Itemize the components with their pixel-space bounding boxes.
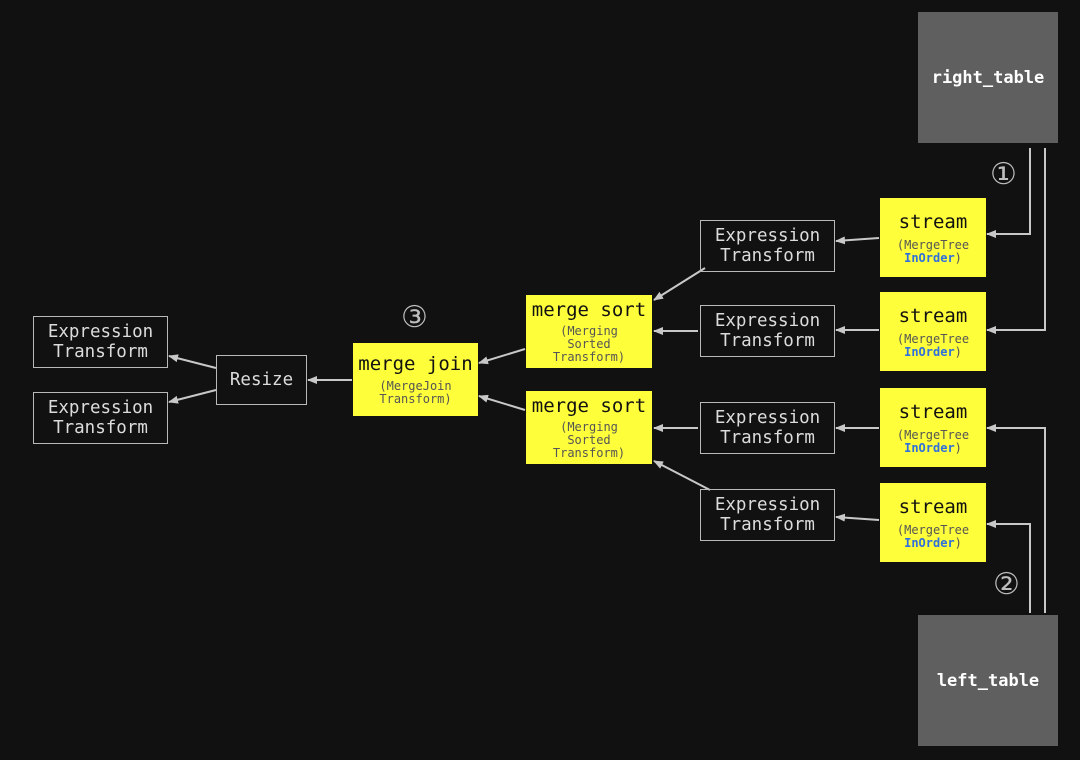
expression-transform-line1: Expression	[47, 398, 154, 418]
step-marker-2: ②	[993, 567, 1020, 602]
expression-transform-line1: Expression	[714, 311, 821, 331]
left-table-node: left_table	[918, 615, 1058, 746]
edge-resize-to-expr-left-2	[168, 389, 217, 404]
expression-transform-line2: Transform	[720, 428, 815, 448]
expression-transform-line2: Transform	[720, 515, 815, 535]
right-table-node: right_table	[918, 12, 1058, 143]
expression-transform-line2: Transform	[720, 246, 815, 266]
expression-transform-node-1: Expression Transform	[700, 220, 835, 272]
expression-transform-node-4: Expression Transform	[700, 489, 835, 541]
merge-join-sub-line1: (MergeJoin	[379, 379, 452, 393]
stream-inorder-label: InOrder	[904, 535, 955, 550]
step-marker-1: ①	[990, 157, 1017, 192]
merge-join-title: merge join	[358, 353, 473, 375]
expression-transform-node-2: Expression Transform	[700, 305, 835, 357]
stream-subtitle-close: )	[954, 344, 962, 359]
edge-stream-4-to-expr-4	[835, 513, 880, 522]
resize-label: Resize	[229, 370, 294, 390]
expression-transform-line2: Transform	[53, 418, 148, 438]
edge-resize-to-expr-left-1	[168, 354, 217, 369]
merge-sort-sub-line2: Sorted	[567, 337, 611, 351]
edge-right-table-to-stream-1	[986, 148, 1031, 238]
merge-join-node: merge join (MergeJoin Transform)	[353, 343, 478, 416]
edge-merge-sort-1-to-merge-join	[478, 348, 526, 365]
merge-sort-node-2: merge sort (Merging Sorted Transform)	[526, 391, 652, 464]
resize-node: Resize	[216, 355, 307, 405]
stream-subtitle: (MergeTree	[896, 237, 970, 252]
stream-title: stream	[898, 304, 968, 327]
right-table-label: right_table	[931, 67, 1045, 88]
edge-stream-1-to-expr-1	[835, 236, 880, 245]
stream-title: stream	[898, 210, 968, 233]
stream-subtitle: (MergeTree	[896, 331, 970, 346]
expression-transform-line1: Expression	[714, 495, 821, 515]
expression-transform-line1: Expression	[714, 226, 821, 246]
expression-transform-left-node-1: Expression Transform	[33, 316, 168, 368]
edge-expr-1-to-merge-sort-1	[653, 267, 706, 301]
merge-sort-title: merge sort	[531, 395, 647, 417]
expression-transform-line1: Expression	[47, 322, 154, 342]
stream-subtitle: (MergeTree	[896, 522, 970, 537]
stream-subtitle-close: )	[954, 440, 962, 455]
edge-merge-sort-2-to-merge-join	[478, 394, 526, 411]
merge-sort-sub-line3: Transform)	[552, 350, 626, 364]
expression-transform-line2: Transform	[720, 331, 815, 351]
stream-subtitle-close: )	[954, 250, 962, 265]
stream-subtitle-close: )	[954, 535, 962, 550]
merge-sort-title: merge sort	[531, 299, 647, 321]
stream-inorder-label: InOrder	[904, 440, 955, 455]
edge-expr-4-to-merge-sort-2	[653, 460, 711, 491]
stream-title: stream	[898, 495, 968, 518]
step-marker-3: ③	[401, 300, 428, 335]
merge-sort-sub-line1: (Merging	[560, 324, 618, 338]
expression-transform-line2: Transform	[53, 342, 148, 362]
merge-sort-node-1: merge sort (Merging Sorted Transform)	[526, 295, 652, 368]
edge-left-table-to-stream-3	[986, 424, 1046, 613]
merge-join-sub-line2: Transform)	[379, 392, 452, 406]
edge-left-table-to-stream-4	[986, 520, 1031, 613]
merge-sort-sub-line3: Transform)	[552, 446, 626, 460]
merge-sort-sub-line1: (Merging	[560, 420, 618, 434]
stream-inorder-label: InOrder	[904, 250, 955, 265]
stream-title: stream	[898, 400, 968, 423]
left-table-label: left_table	[936, 670, 1040, 691]
stream-inorder-label: InOrder	[904, 344, 955, 359]
merge-sort-sub-line2: Sorted	[567, 433, 611, 447]
expression-transform-left-node-2: Expression Transform	[33, 392, 168, 444]
edge-right-table-to-stream-2	[986, 148, 1046, 334]
expression-transform-node-3: Expression Transform	[700, 402, 835, 454]
expression-transform-line1: Expression	[714, 408, 821, 428]
stream-subtitle: (MergeTree	[896, 427, 970, 442]
